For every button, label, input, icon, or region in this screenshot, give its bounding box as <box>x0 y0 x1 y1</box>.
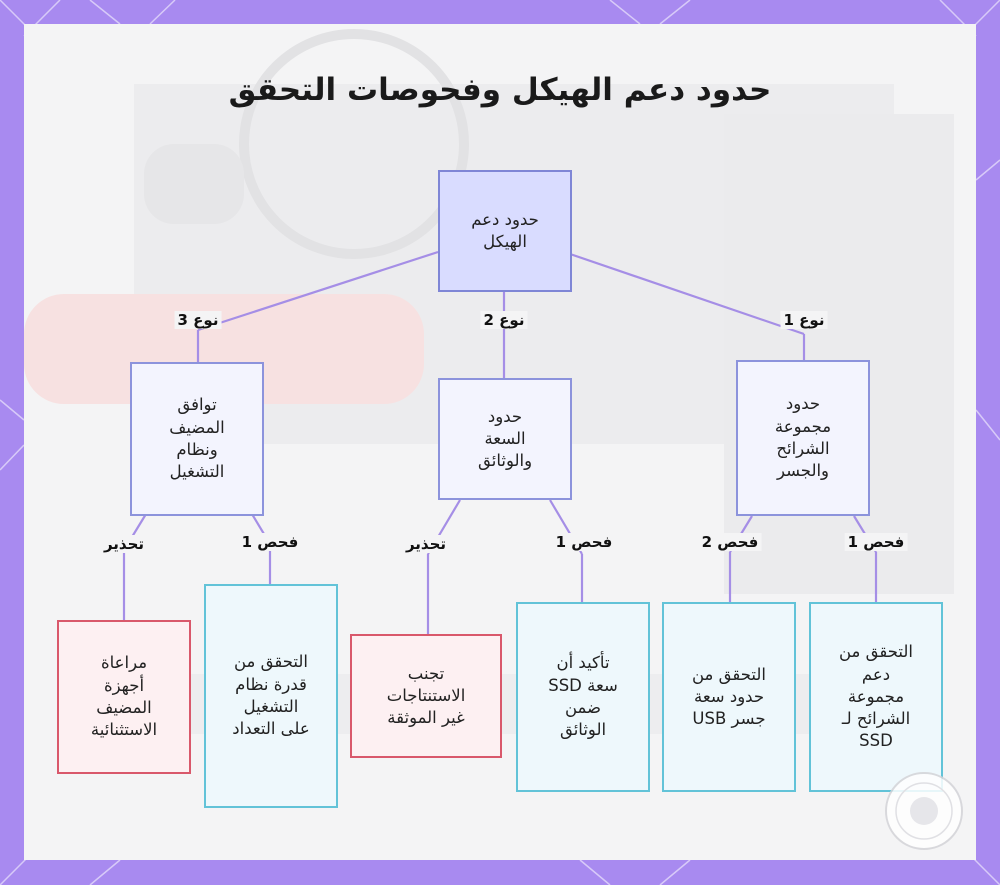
category-node-type2: حدود السعة والوثائق <box>438 378 572 500</box>
check-node-ssd-capacity-label: تأكيد أن سعة SSD ضمن الوثائق <box>548 653 618 740</box>
category-node-type3: توافق المضيف ونظام التشغيل <box>130 362 264 516</box>
edge-root-type1 <box>569 252 805 336</box>
category-node-type1: حدود مجموعة الشرائح والجسر <box>736 360 870 516</box>
check-node-chipset-ssd-label: التحقق من دعم مجموعة الشرائح لـ SSD <box>839 642 913 751</box>
check-node-usb-bridge: التحقق من حدود سعة جسر USB <box>662 602 796 792</box>
edge-label-type1: نوع 1 <box>780 311 828 329</box>
edge-label-type3-warning: تحذير <box>100 535 148 553</box>
root-node-label: حدود دعم الهيكل <box>471 209 539 251</box>
warning-node-undocumented: تجنب الاستنتاجات غير الموثقة <box>350 634 502 758</box>
edge-label-type2-check1: فحص 1 <box>552 533 616 551</box>
root-node: حدود دعم الهيكل <box>438 170 572 292</box>
watermark-badge-icon <box>885 772 963 850</box>
edge-label-type3: نوع 3 <box>174 311 222 329</box>
warning-node-host-hardware-label: مراعاة أجهزة المضيف الاستثنائية <box>90 653 158 740</box>
connector-lines <box>122 250 878 634</box>
edge-label-type3-check1: فحص 1 <box>238 533 302 551</box>
edge-label-type1-check1: فحص 1 <box>844 533 908 551</box>
edge-label-type2-warning: تحذير <box>402 535 450 553</box>
category-node-type2-label: حدود السعة والوثائق <box>477 406 533 471</box>
diagram-title: حدود دعم الهيكل وفحوصات التحقق <box>228 72 772 108</box>
check-node-chipset-ssd: التحقق من دعم مجموعة الشرائح لـ SSD <box>809 602 943 792</box>
category-node-type3-label: توافق المضيف ونظام التشغيل <box>169 395 225 482</box>
warning-node-undocumented-label: تجنب الاستنتاجات غير الموثقة <box>386 663 466 728</box>
check-node-usb-bridge-label: التحقق من حدود سعة جسر USB <box>692 664 766 729</box>
check-node-os-enumeration: التحقق من قدرة نظام التشغيل على التعداد <box>204 584 338 808</box>
check-node-os-enumeration-label: التحقق من قدرة نظام التشغيل على التعداد <box>232 652 310 739</box>
check-node-ssd-capacity: تأكيد أن سعة SSD ضمن الوثائق <box>516 602 650 792</box>
warning-node-host-hardware: مراعاة أجهزة المضيف الاستثنائية <box>57 620 191 774</box>
edge-root-type3 <box>197 250 439 332</box>
edge-label-type1-check2: فحص 2 <box>698 533 762 551</box>
edge-label-type2: نوع 2 <box>480 311 528 329</box>
diagram-panel: حدود دعم الهيكل وفحوصات التحقق نوع 1 نوع… <box>24 24 976 860</box>
category-node-type1-label: حدود مجموعة الشرائح والجسر <box>774 394 832 481</box>
